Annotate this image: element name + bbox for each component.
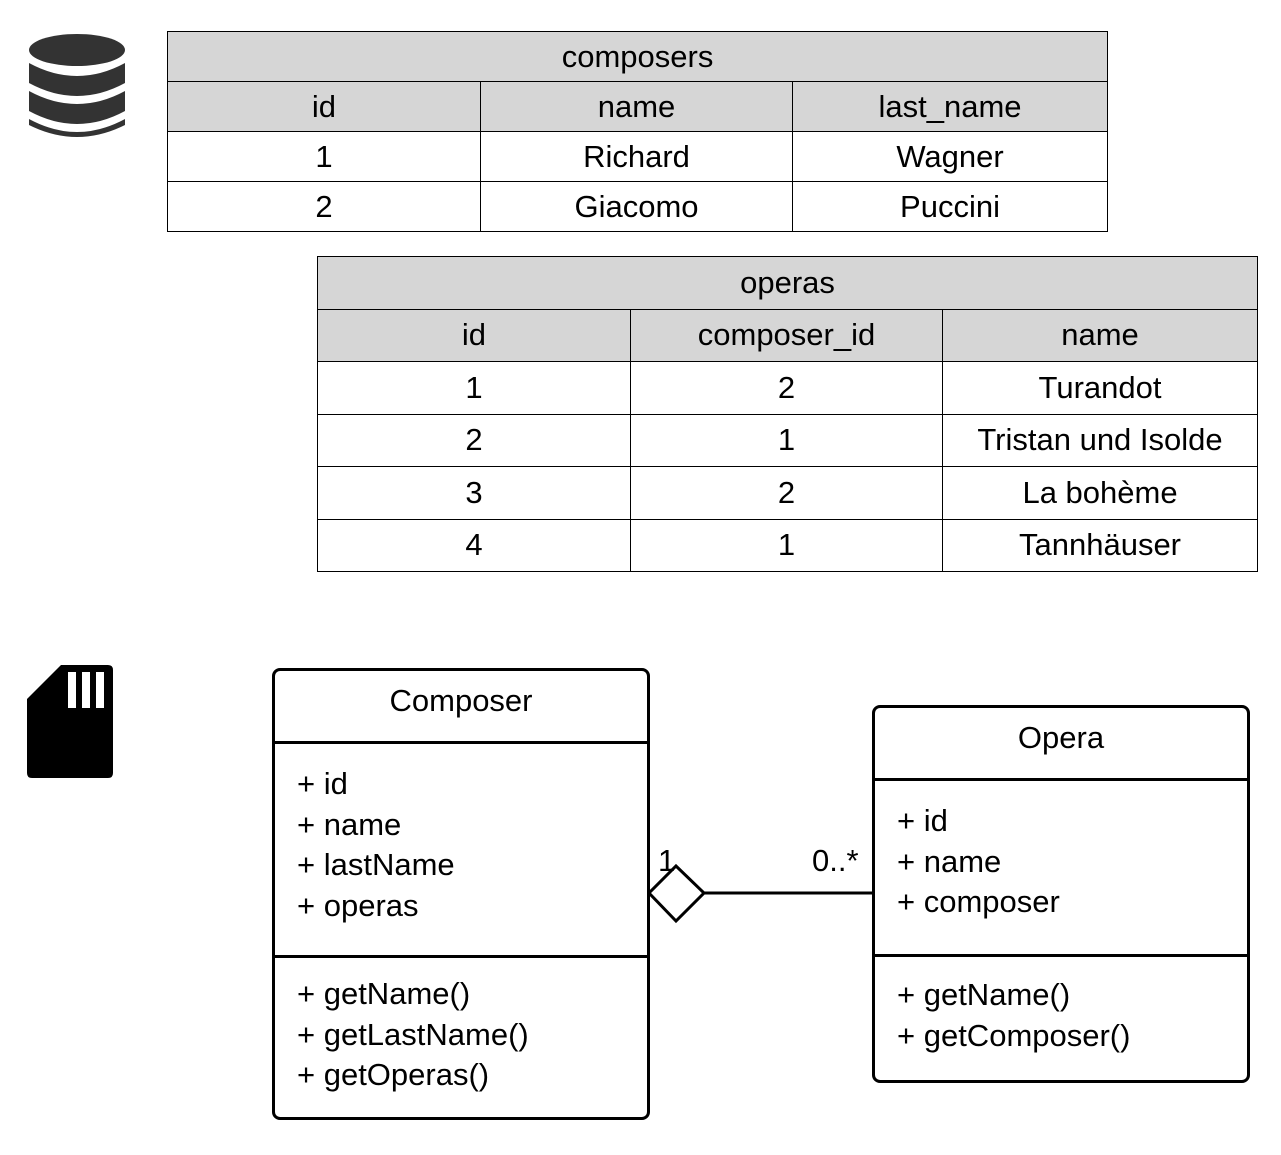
table-cell: 3 [317,466,631,520]
left-multiplicity: 1 [658,843,676,878]
method: + getOperas() [297,1057,490,1092]
composers-header-id: id [167,81,481,132]
composer-class-name: Composer [275,671,647,744]
composers-table-title: composers [166,31,1109,82]
table-cell: 2 [317,413,631,467]
table-cell: La bohème [941,466,1259,520]
table-cell: 2 [630,361,943,415]
sd-card-icon [27,665,113,778]
composers-table: composers id name last_name 1 Richard Wa… [166,31,1109,232]
right-multiplicity: 0..* [812,843,859,878]
table-cell: Richard [480,131,793,182]
attribute: + id [897,803,948,838]
table-cell: 2 [630,466,943,520]
attribute: + lastName [297,847,455,882]
operas-header-name: name [941,308,1259,362]
attribute: + name [297,806,402,842]
operas-table-title: operas [316,256,1259,310]
method: + getName() [297,976,471,1011]
table-row: 3 2 La bohème [317,466,1259,520]
table-cell: Giacomo [480,181,793,232]
table-row: 2 1 Tristan und Isolde [317,413,1259,467]
operas-header-id: id [317,308,631,362]
database-icon [29,34,125,137]
table-cell: Turandot [941,361,1259,415]
attribute: + name [897,843,1002,879]
table-cell: 1 [167,131,481,182]
composers-header-last-name: last_name [791,81,1109,132]
opera-class: Opera + id + name + composer + getName()… [872,705,1250,1083]
table-cell: Tannhäuser [941,518,1259,572]
opera-class-name: Opera [875,708,1247,781]
composers-header-name: name [480,81,793,132]
method: + getLastName() [297,1016,529,1052]
table-cell: Wagner [791,131,1109,182]
table-cell: 2 [167,181,481,232]
operas-table: operas id composer_id name 1 2 Turandot … [316,256,1259,572]
opera-methods: + getName() + getComposer() [875,954,1247,1056]
table-row: 1 2 Turandot [317,361,1259,415]
attribute: + operas [297,887,419,923]
table-cell: 1 [317,361,631,415]
table-row: 1 Richard Wagner [167,131,1109,182]
table-cell: Tristan und Isolde [941,413,1259,467]
attribute: + composer [897,884,1060,919]
composer-class: Composer + id + name + lastName + operas… [272,668,650,1120]
table-cell: 1 [630,413,943,467]
method: + getName() [897,977,1071,1012]
opera-attributes: + id + name + composer [875,781,1247,954]
operas-header-composer-id: composer_id [630,308,943,362]
table-cell: Puccini [791,181,1109,232]
table-row: 2 Giacomo Puccini [167,181,1109,232]
table-cell: 1 [630,518,943,572]
attribute: + id [297,766,348,801]
composer-methods: + getName() + getLastName() + getOperas(… [275,955,647,1096]
table-cell: 4 [317,518,631,572]
table-row: 4 1 Tannhäuser [317,518,1259,572]
method: + getComposer() [897,1017,1131,1053]
composer-attributes: + id + name + lastName + operas [275,744,647,955]
